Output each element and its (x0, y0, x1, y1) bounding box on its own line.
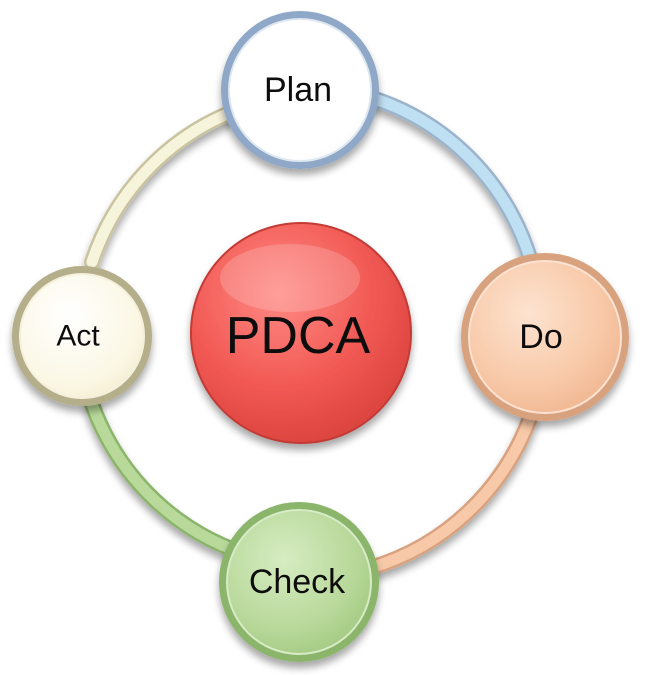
node-check: Check (219, 502, 379, 662)
check-label: Check (249, 563, 346, 601)
center-node: PDCA (190, 222, 412, 444)
arc-plan-to-do-fill (366, 92, 536, 264)
arc-check-to-act-fill (86, 398, 240, 556)
node-do: Do (461, 253, 629, 421)
arc-act-to-plan (84, 104, 240, 270)
node-plan: Plan (221, 11, 379, 169)
node-act: Act (12, 266, 152, 406)
arc-check-to-act (84, 396, 242, 558)
arc-act-to-plan-fill (86, 106, 238, 268)
plan-label: Plan (264, 71, 332, 109)
center-label: PDCA (226, 307, 371, 365)
arc-do-to-check (362, 410, 538, 576)
arc-plan-to-do (364, 90, 538, 266)
cycle-arcs (84, 90, 538, 576)
act-label: Act (56, 320, 100, 353)
arc-do-to-check-fill (364, 412, 536, 574)
do-label: Do (519, 318, 562, 356)
